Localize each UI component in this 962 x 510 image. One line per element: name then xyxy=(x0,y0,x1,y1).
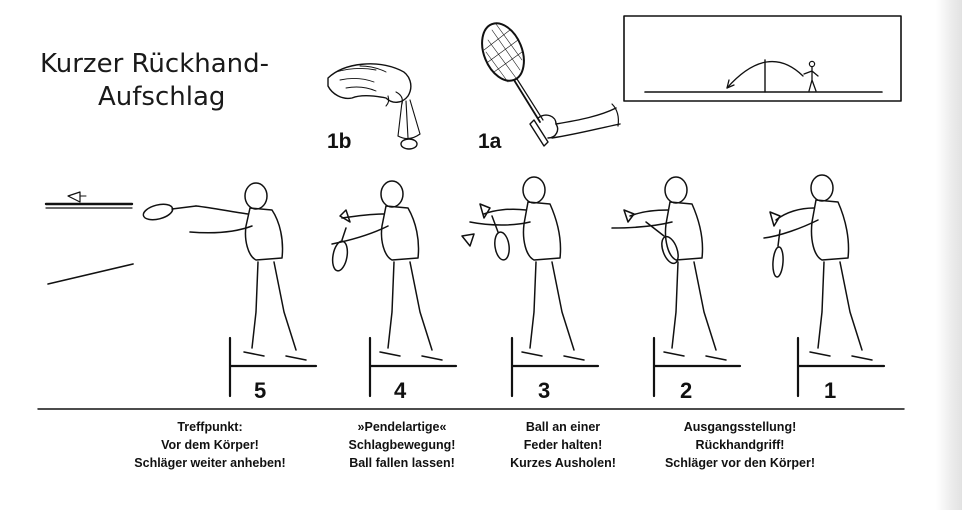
net-and-court xyxy=(44,191,134,285)
grip-detail-label: 1b xyxy=(327,130,352,153)
caption-line: Feder halten! xyxy=(523,438,603,452)
figure-step-4 xyxy=(331,180,443,361)
caption-line: Ball fallen lassen! xyxy=(349,456,455,470)
figure-step-5 xyxy=(142,182,307,361)
caption-step-4: »Pendelartige« Schlagbewegung! Ball fall… xyxy=(322,418,482,472)
step-number-1: 1 xyxy=(824,378,837,403)
figure-step-2 xyxy=(611,176,727,361)
caption-step-5: Treffpunkt: Vor dem Körper! Schläger wei… xyxy=(110,418,310,472)
racket-detail-label: 1a xyxy=(478,130,502,153)
caption-step-3: Ball an einer Feder halten! Kurzes Ausho… xyxy=(488,418,638,472)
step-number-3: 3 xyxy=(538,378,551,403)
caption-line: Ball an einer xyxy=(525,420,601,434)
step-brackets xyxy=(228,336,886,398)
caption-line: Treffpunkt: xyxy=(177,420,243,434)
title-line-1: Kurzer Rückhand- xyxy=(40,49,270,79)
racket-detail-illustration xyxy=(481,22,621,147)
figure-step-1 xyxy=(763,174,873,361)
caption-step-2: Ausgangsstellung! Rückhandgriff! Schläge… xyxy=(640,418,840,472)
page-edge-shadow xyxy=(936,0,962,510)
page-title: Kurzer Rückhand- Aufschlag xyxy=(40,48,269,114)
step-number-2: 2 xyxy=(680,378,693,403)
step-number-5: 5 xyxy=(254,378,267,403)
caption-line: »Pendelartige« xyxy=(357,420,447,434)
caption-line: Schläger weiter anheben! xyxy=(134,456,286,470)
trajectory-inset xyxy=(623,15,902,102)
step-number-4: 4 xyxy=(394,378,407,403)
figure-step-3 xyxy=(461,176,585,361)
caption-line: Ausgangsstellung! xyxy=(683,420,797,434)
caption-line: Schlagbewegung! xyxy=(348,438,456,452)
caption-line: Kurzes Ausholen! xyxy=(510,456,616,470)
caption-line: Schläger vor den Körper! xyxy=(664,456,816,470)
grip-detail-illustration xyxy=(327,63,421,150)
caption-line: Rückhandgriff! xyxy=(695,438,785,452)
title-line-2: Aufschlag xyxy=(98,82,226,112)
caption-line: Vor dem Körper! xyxy=(161,438,259,452)
